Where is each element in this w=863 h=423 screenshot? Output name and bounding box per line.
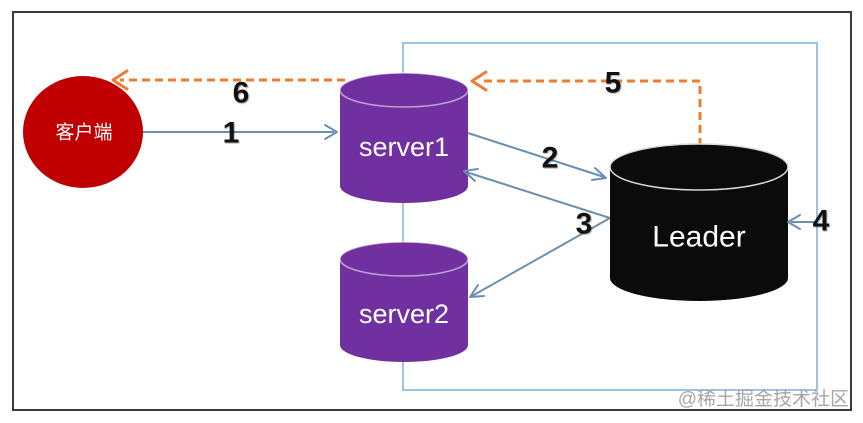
step-3-label: 3 [576,208,593,241]
step-1-label: 1 [223,117,240,150]
server1-cylinder-top [339,72,469,108]
edge-5-dashed-line [479,79,702,146]
leader-node: Leader [609,143,789,301]
client-circle [23,76,143,188]
step-6-label: 6 [233,77,250,110]
client-node: 客户端 [23,76,143,188]
step-2-label: 2 [542,142,559,175]
edge-3-line-to-server1 [465,171,611,219]
server2-node: server2 [339,241,469,362]
cluster-boundary-box [402,42,818,391]
server1-label: server1 [359,132,449,162]
edge-5-arrowhead-icon [470,70,488,92]
server2-label: server2 [359,299,449,329]
client-label: 客户端 [55,122,112,144]
leader-cylinder-top [609,143,789,191]
server2-cylinder-top [339,241,469,277]
step-5-label: 5 [605,67,622,100]
server1-node: server1 [339,72,469,203]
leader-label: Leader [652,221,745,254]
watermark-text: @稀土掘金技术社区 [678,388,849,410]
edge-3-arrowhead-server2-icon [469,284,485,298]
edge-2-line [467,132,605,178]
edge-3-line-to-server2 [471,217,611,297]
edge-3-arrowhead-server1-icon [463,168,479,182]
edge-4-arrowhead-icon [787,214,801,230]
step-4-label: 4 [813,205,830,238]
edge-6-arrowhead-icon [111,69,129,91]
edge-2-arrowhead-icon [591,167,607,181]
edge-1-arrowhead-icon [324,124,338,140]
